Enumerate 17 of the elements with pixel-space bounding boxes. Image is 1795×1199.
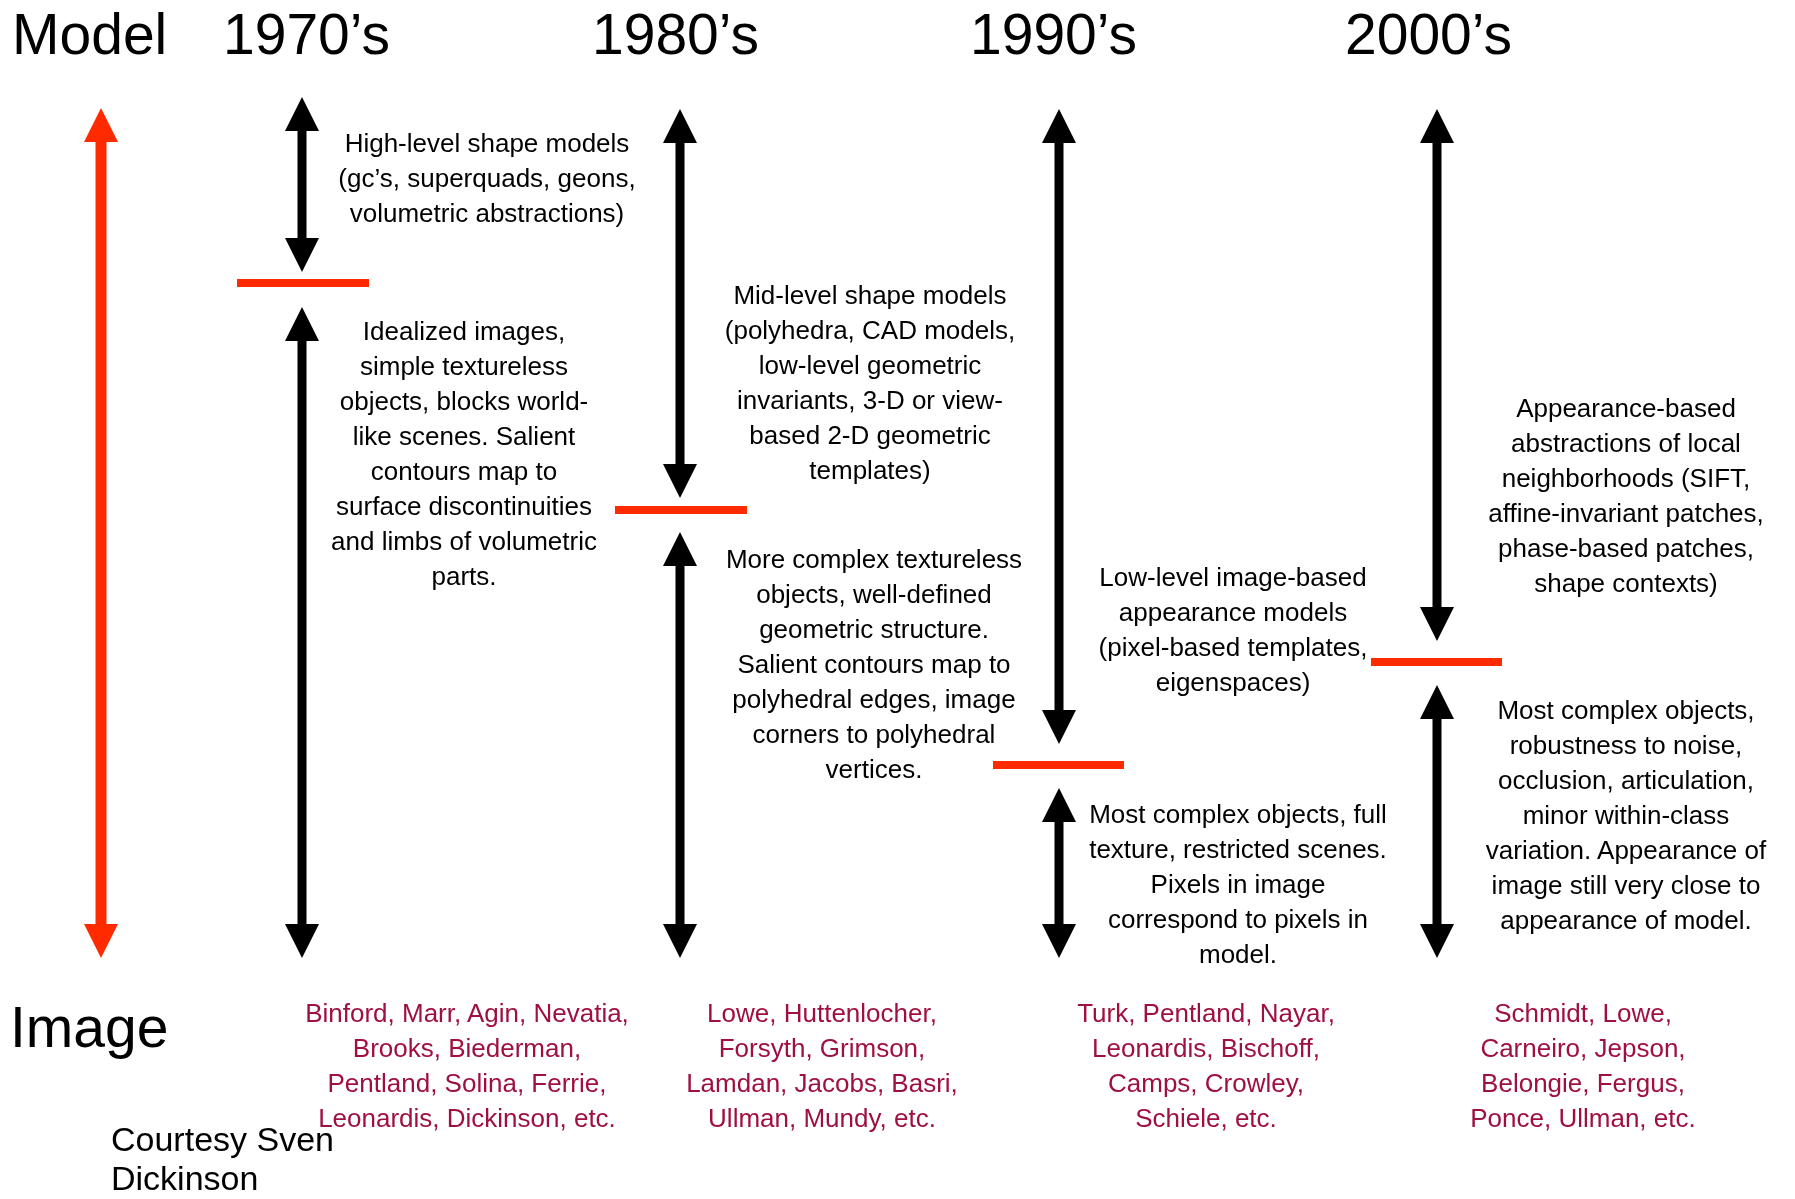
decade-heading: 1980’s: [592, 2, 759, 68]
axis-label: Model: [12, 2, 168, 68]
model-description: Appearance-based abstractions of local neighborhoods (SIFT, affine-invariant patches, phase-based patches, shape contexts): [1487, 392, 1765, 600]
image-description: Most complex objects, robustness to noise, occlusion, articulation, minor within-class variation. Appearance of image still very close to appearance of model.: [1484, 694, 1768, 937]
author-list: Turk, Pentland, Nayar, Leonardis, Bischoff, Camps, Crowley, Schiele, etc.: [1061, 996, 1351, 1136]
decade-heading: 1990’s: [970, 2, 1137, 68]
model-description: Mid-level shape models (polyhedra, CAD models, low-level geometric invariants, 3-D or view-based 2-D geometric templates): [723, 279, 1017, 487]
image-description: Most complex objects, full texture, restricted scenes. Pixels in image correspond to pixels in model.: [1088, 798, 1388, 971]
model-description: High-level shape models (gc’s, superquads, geons, volumetric abstractions): [337, 127, 637, 230]
image-description: Idealized images, simple textureless objects, blocks world-like scenes. Salient contours map to surface discontinuities and limbs of volumetric parts.: [330, 315, 598, 593]
decade-heading: 2000’s: [1345, 2, 1512, 68]
author-list: Schmidt, Lowe, Carneiro, Jepson, Belongie, Fergus, Ponce, Ullman, etc.: [1443, 996, 1723, 1136]
image-description: More complex textureless objects, well-defined geometric structure. Salient contours map to polyhedral edges, image corners to polyhedral vertices.: [724, 543, 1024, 786]
axis-label: Image: [10, 995, 169, 1061]
decade-heading: 1970’s: [223, 2, 390, 68]
author-list: Lowe, Huttenlocher, Forsyth, Grimson, Lamdan, Jacobs, Basri, Ullman, Mundy, etc.: [672, 996, 972, 1136]
model-description: Low-level image-based appearance models (pixel-based templates, eigenspaces): [1097, 561, 1369, 699]
